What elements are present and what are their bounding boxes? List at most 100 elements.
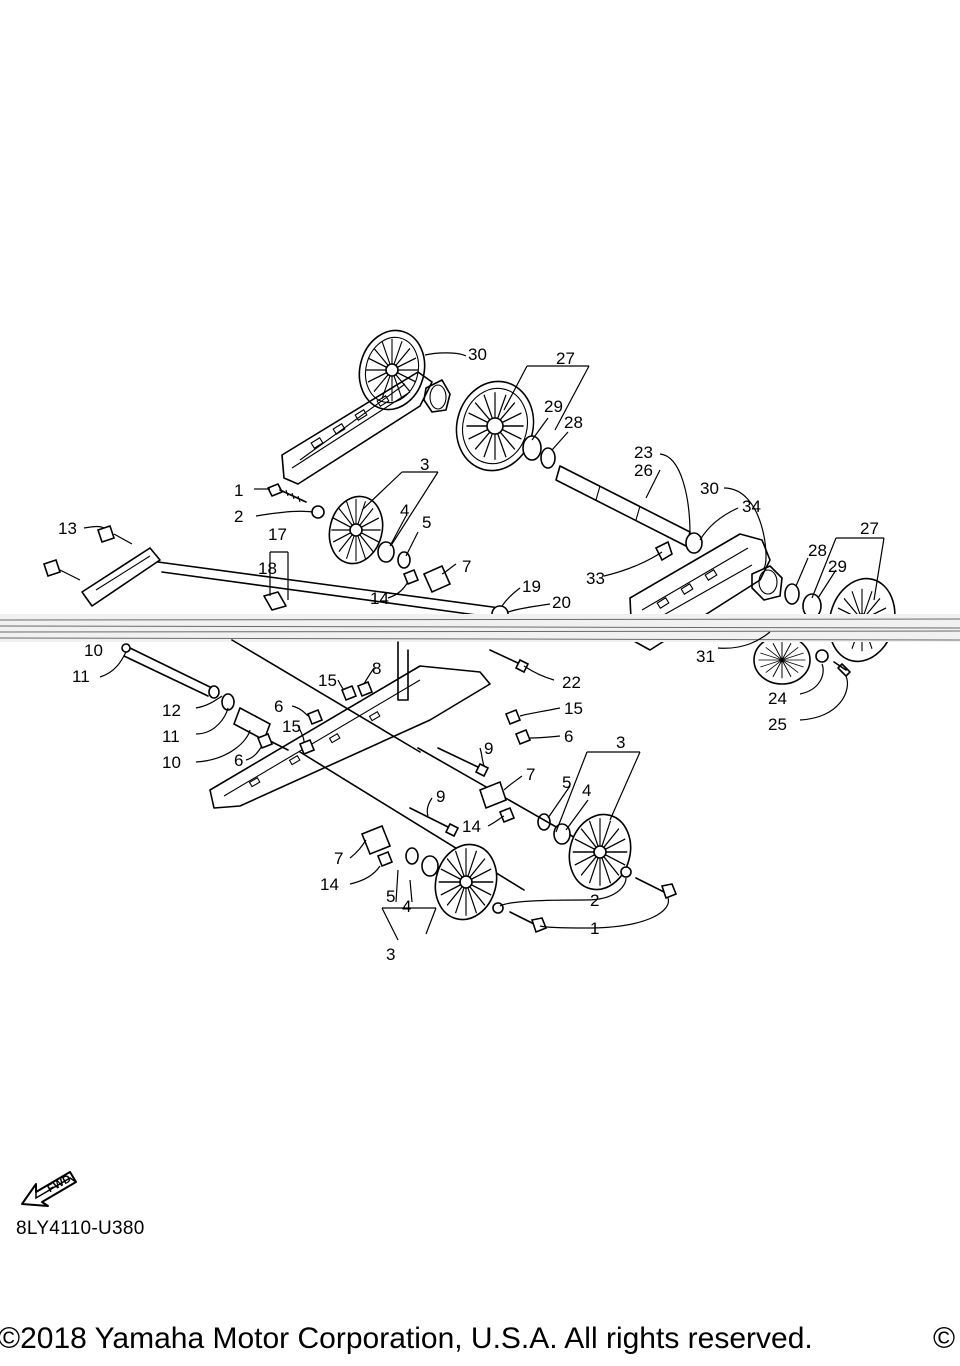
- callout-4a: 4: [400, 501, 409, 520]
- bushing-7a: [422, 564, 452, 594]
- callout-3b: 3: [616, 733, 625, 752]
- callout-27b: 27: [860, 519, 879, 538]
- circlip-5a: [397, 551, 411, 569]
- front-slide-rail: [81, 547, 161, 607]
- bushing-7c: [360, 824, 392, 856]
- rear-upper-rail: [281, 371, 433, 485]
- bolt-1c: [509, 911, 548, 934]
- bearing-29a: [522, 435, 542, 461]
- callout-17: 17: [268, 525, 287, 544]
- collar-11b: [121, 643, 131, 653]
- callout-2a: 2: [234, 507, 243, 526]
- circlip-28b: [784, 583, 800, 605]
- callout-1b: 1: [590, 919, 599, 938]
- nut-14a: [402, 568, 420, 586]
- callout-7c: 7: [334, 849, 343, 868]
- callout-5b: 5: [562, 773, 571, 792]
- callout-11a: 11: [72, 667, 90, 686]
- lower-right-wheel: [753, 635, 811, 685]
- bearing-4a: [377, 541, 395, 563]
- callout-14a: 14: [370, 589, 389, 608]
- callout-labels: 30 27 29 28 23 26 30 34 33 27 28 29 31 2…: [58, 345, 879, 964]
- scan-noise-band: [0, 614, 960, 642]
- nut-13b: [42, 558, 62, 578]
- callout-27a: 27: [556, 349, 575, 368]
- callout-5c: 5: [386, 887, 395, 906]
- callout-33: 33: [586, 569, 605, 588]
- nut-13a: [96, 524, 116, 544]
- idler-wheel-3c: [434, 843, 498, 921]
- callout-23: 23: [634, 443, 653, 462]
- bushing-7b: [479, 780, 507, 810]
- callout-15c: 15: [564, 699, 583, 718]
- idler-wheel-3b: [568, 813, 632, 891]
- circlip-5b: [537, 813, 551, 831]
- arm-17-18: [263, 551, 289, 611]
- callout-28b: 28: [808, 541, 827, 560]
- bolt-1b: [635, 877, 678, 900]
- shaft-12: [123, 647, 220, 699]
- callout-2b: 2: [590, 891, 599, 910]
- callout-18: 18: [258, 559, 277, 578]
- bolt-6a: [256, 732, 289, 751]
- nut-8: [356, 680, 374, 698]
- callout-15a: 15: [282, 717, 301, 736]
- callout-15b: 15: [318, 671, 337, 690]
- callout-4b: 4: [582, 781, 591, 800]
- nut-14b: [498, 806, 516, 824]
- collar-11a: [221, 693, 235, 711]
- callout-10a: 10: [84, 641, 103, 660]
- callout-6c: 6: [564, 727, 573, 746]
- callout-9a: 9: [484, 739, 493, 758]
- bolt-9b: [409, 807, 460, 838]
- main-shaft: [157, 561, 509, 623]
- bolt-1a: [267, 483, 307, 503]
- callout-24: 24: [768, 689, 787, 708]
- bolt-22: [489, 649, 530, 674]
- callout-26: 26: [634, 461, 653, 480]
- callout-22: 22: [562, 673, 581, 692]
- callout-19: 19: [522, 577, 541, 596]
- copyright-notice: ©2018 Yamaha Motor Corporation, U.S.A. A…: [0, 1322, 813, 1355]
- bolt-6b: [306, 708, 324, 726]
- washer-24: [815, 649, 829, 663]
- circlip-5c: [405, 847, 419, 865]
- idler-wheel-3a: [328, 495, 384, 565]
- bearing-housing-30a: [423, 379, 451, 413]
- callout-29b: 29: [828, 557, 847, 576]
- callout-25: 25: [768, 715, 787, 734]
- callout-7b: 7: [526, 765, 535, 784]
- callout-6a: 6: [234, 751, 243, 770]
- callout-20: 20: [552, 593, 571, 612]
- bearing-housing-30b: [751, 565, 783, 601]
- rear-axle: [555, 465, 703, 554]
- callout-31: 31: [696, 647, 715, 666]
- nut-15c: [298, 738, 316, 756]
- callout-29a: 29: [544, 397, 563, 416]
- leader-lines: [83, 352, 885, 941]
- callout-4c: 4: [402, 897, 411, 916]
- nut-15a: [340, 684, 358, 702]
- washer-2b: [620, 866, 632, 878]
- washer-2c: [492, 902, 504, 914]
- callout-30b: 30: [700, 479, 719, 498]
- callout-13: 13: [58, 519, 77, 538]
- callout-10b: 10: [162, 753, 181, 772]
- callout-14b: 14: [462, 817, 481, 836]
- drawing-code: 8LY4110-U380: [16, 1218, 145, 1239]
- callout-28a: 28: [564, 413, 583, 432]
- callout-8: 8: [372, 659, 381, 678]
- callout-6b: 6: [274, 697, 283, 716]
- clip-33: [654, 540, 673, 562]
- fwd-arrow-icon: FWD: [21, 1171, 77, 1207]
- rear-idler-wheel-27a: [455, 380, 535, 472]
- bearing-4c: [421, 855, 439, 877]
- callout-3c: 3: [386, 945, 395, 964]
- cross-shaft-lower: [231, 639, 615, 891]
- callout-30a: 30: [468, 345, 487, 364]
- callout-11b: 11: [162, 727, 180, 746]
- callout-12: 12: [162, 701, 181, 720]
- callout-5a: 5: [422, 513, 431, 532]
- rear-left-idler-wheel: [358, 329, 426, 411]
- callout-3a: 3: [420, 455, 429, 474]
